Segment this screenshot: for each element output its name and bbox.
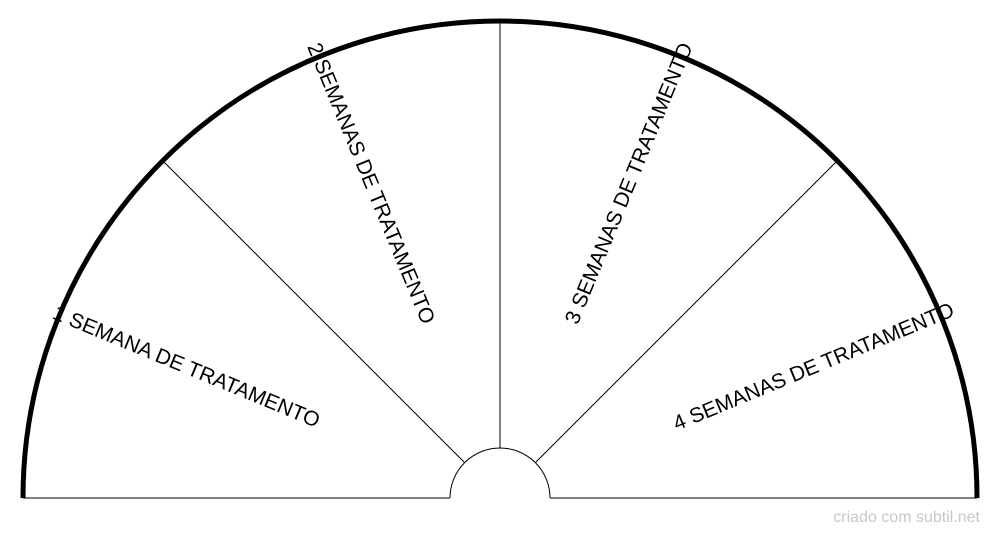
outer-arc bbox=[20, 18, 980, 499]
sector-divider bbox=[535, 160, 838, 463]
sector-label-2: 2 SEMANAS DE TRATAMENTO bbox=[302, 40, 439, 328]
credit-text: criado com subtil.net bbox=[833, 509, 980, 526]
center-hub-arc bbox=[449, 447, 551, 499]
sector-label-4: 4 SEMANAS DE TRATAMENTO bbox=[670, 299, 958, 436]
sector-divider bbox=[162, 160, 465, 463]
sector-label-3: 3 SEMANAS DE TRATAMENTO bbox=[561, 40, 698, 328]
sector-dividers bbox=[162, 21, 838, 463]
sector-label-1: 1 SEMANA DE TRATAMENTO bbox=[49, 302, 323, 433]
